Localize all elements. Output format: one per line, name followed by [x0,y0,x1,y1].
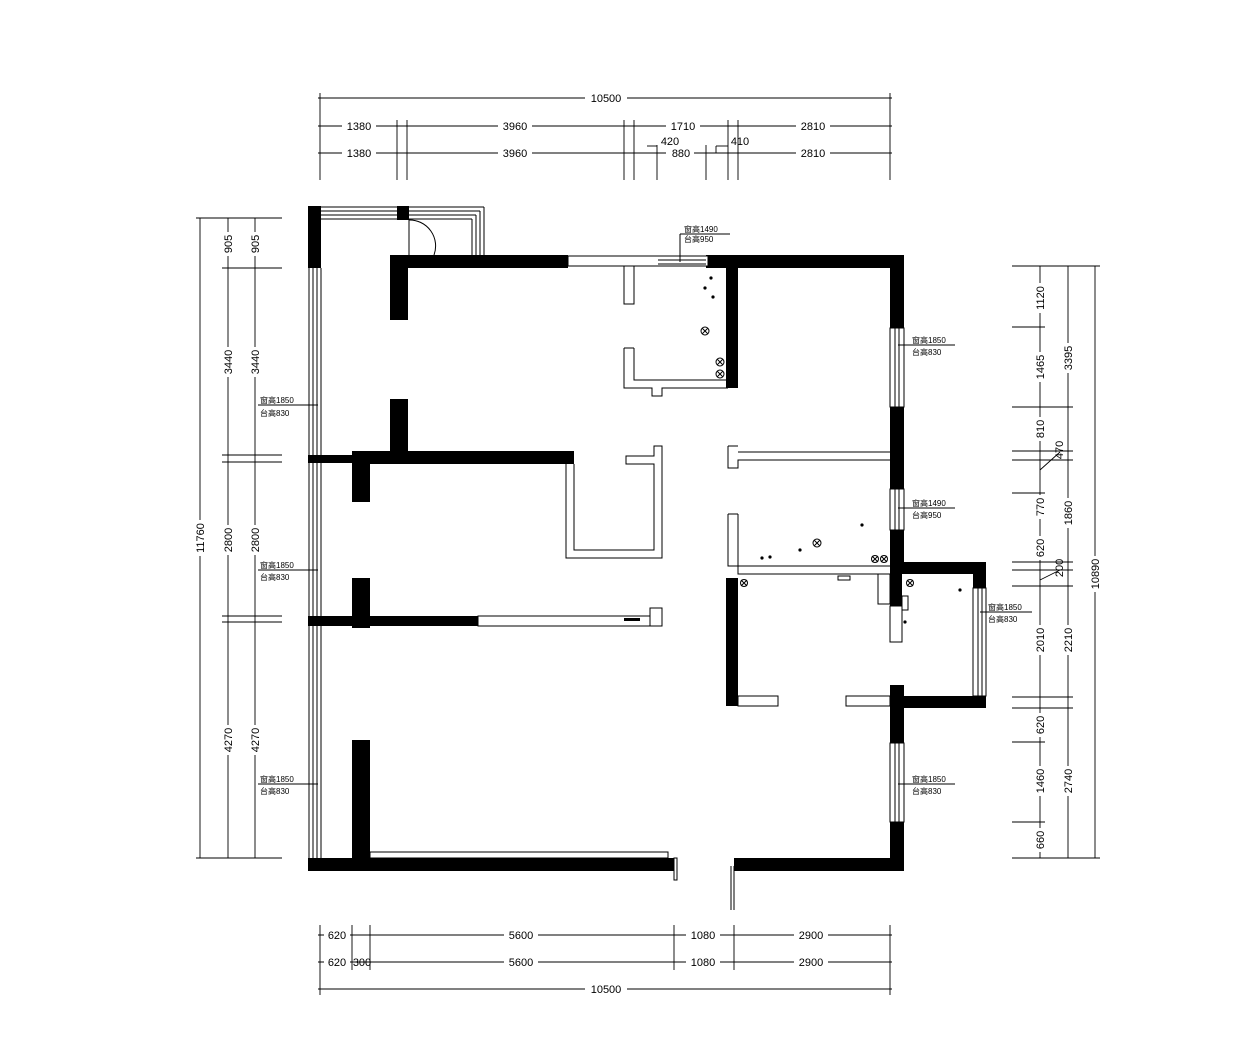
dim-bottom-total: 10500 [591,984,622,996]
dim-left-7: 2800 [250,528,262,552]
bottom-dimensions: 620 5600 1080 2900 620 300 5600 1080 290… [318,925,892,996]
left-total-label: 11760 [194,520,207,556]
dim-top-total: 10500 [591,93,622,105]
dim-top-5: 1380 [347,148,371,160]
dim-right-6: 2010 [1035,628,1047,652]
window-label-top-height: 窗高1490 [684,224,718,234]
window-label-right4-height: 窗高1850 [912,774,946,784]
top-dimensions: 10500 1380 3960 1710 2810 1380 3960 880 … [318,92,892,180]
dim-right-4: 770 [1035,498,1047,516]
dim-bottom-8: 1080 [691,957,715,969]
dim-right-13: 200 [1054,559,1066,577]
dim-top-6: 3960 [503,148,527,160]
window-label-right2-sill: 台高950 [912,510,942,520]
dim-top-3: 1710 [671,121,695,133]
dim-right-9: 660 [1035,831,1047,849]
dim-top-4: 2810 [801,121,825,133]
window-label-left2-height: 窗高1850 [260,560,294,570]
dim-right-12: 1860 [1063,501,1075,525]
dim-right-14: 2210 [1063,628,1075,652]
dim-bottom-7: 5600 [509,957,533,969]
left-dimensions: 11760 905 3440 2800 4270 905 3440 2800 4… [194,217,282,859]
dim-top-1: 1380 [347,121,371,133]
window-label-right3-sill: 台高830 [988,614,1018,624]
dim-right-3: 810 [1035,420,1047,438]
dim-left-2: 3440 [223,350,235,374]
dim-bottom-2: 5600 [509,930,533,942]
dim-left-8: 4270 [250,728,262,752]
dim-bottom-4: 2900 [799,930,823,942]
dim-top-7: 880 [672,148,690,160]
svg-text:11760: 11760 [195,523,207,553]
dim-left-1: 905 [223,235,235,253]
dim-bottom-5: 620 [328,957,346,969]
walls [308,206,986,871]
dim-left-4: 4270 [223,728,235,752]
partitions [369,255,909,910]
window-label-left1-sill: 台高830 [260,408,290,418]
drain-icon [906,579,914,587]
window-label-left3-height: 窗高1850 [260,774,294,784]
window-label-left2-sill: 台高830 [260,572,290,582]
dim-top-10: 410 [731,136,749,148]
window-annotations: 窗高1490 台高950 窗高1850 台高830 窗高1850 台高830 窗… [258,224,1032,796]
fixture-symbols [700,276,962,624]
dim-right-8: 1460 [1035,769,1047,793]
dim-right-15: 2740 [1063,769,1075,793]
dim-bottom-3: 1080 [691,930,715,942]
dim-right-1: 1120 [1035,286,1047,310]
dim-left-5: 905 [250,235,262,253]
drain-icon [715,357,725,367]
dim-top-8: 2810 [801,148,825,160]
dim-right-total: 10890 [1090,559,1102,590]
window-label-left3-sill: 台高830 [260,786,290,796]
window-label-right2-height: 窗高1490 [912,498,946,508]
dim-top-9: 420 [661,136,679,148]
window-label-right1-height: 窗高1850 [912,335,946,345]
dim-right-2: 1465 [1035,355,1047,379]
dim-right-7: 620 [1035,716,1047,734]
dim-bottom-1: 620 [328,930,346,942]
window-label-right4-sill: 台高830 [912,786,942,796]
dim-right-10: 3395 [1063,346,1075,370]
dim-right-11: 470 [1054,441,1066,459]
dim-bottom-9: 2900 [799,957,823,969]
dim-bottom-6: 300 [353,957,371,969]
dim-left-3: 2800 [223,528,235,552]
drain-icon [715,369,725,379]
window-label-top-sill: 台高950 [684,234,714,244]
window-label-right3-height: 窗高1850 [988,602,1022,612]
drain-icon [740,579,748,587]
drain-icon [871,555,879,563]
dim-top-2: 3960 [503,121,527,133]
window-label-left1-height: 窗高1850 [260,395,294,405]
dim-right-5: 620 [1035,539,1047,557]
drain-icon [880,555,888,563]
window-label-right1-sill: 台高830 [912,347,942,357]
drain-icon [700,326,710,336]
dim-left-6: 3440 [250,350,262,374]
drain-icon [812,538,822,548]
windows [308,206,987,862]
right-dimensions: 1120 1465 810 770 620 2010 620 1460 660 … [1012,265,1102,859]
